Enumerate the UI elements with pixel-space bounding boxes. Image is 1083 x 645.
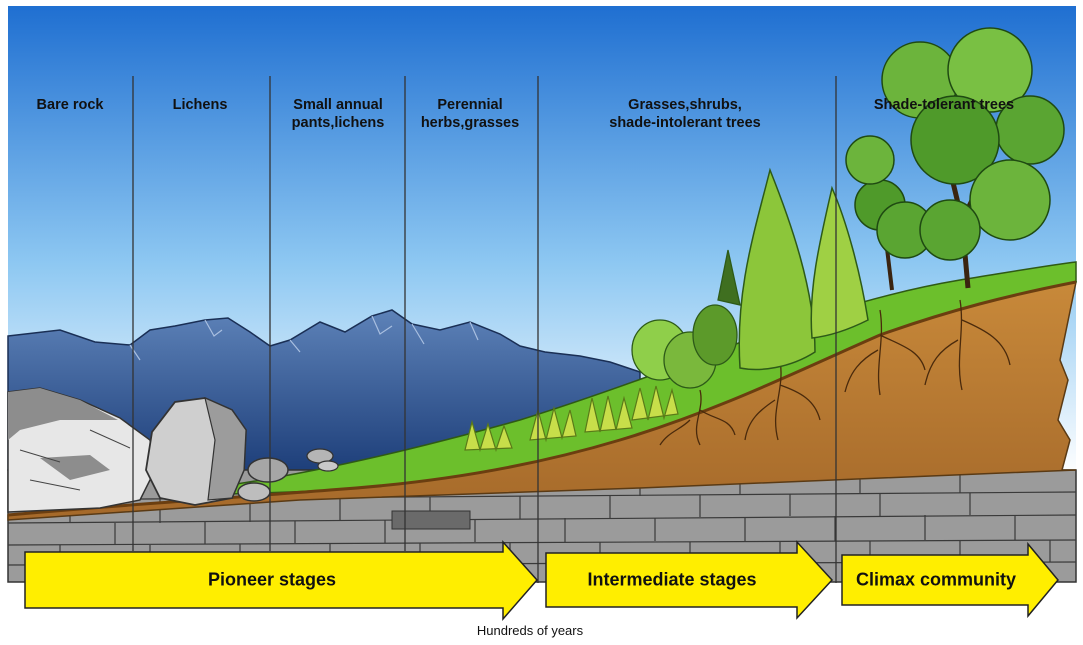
stage-label-bare-rock: Bare rock	[36, 97, 104, 113]
stage-label-grasses-shrubs: Grasses,shrubs, shade-intolerant trees	[609, 97, 761, 131]
shrubs	[631, 249, 741, 389]
pebble	[317, 460, 339, 472]
grass-clumps	[464, 385, 679, 453]
intermediate-stages-arrow	[545, 540, 834, 620]
bare-rock-cracks	[19, 429, 131, 491]
tree-roots	[659, 299, 1011, 446]
stage-label-small-annual-plants: Small annual pants,lichens	[291, 97, 385, 131]
deciduous-trees	[845, 27, 1065, 291]
dark-stone	[391, 510, 471, 530]
intermediate-stages-label: Intermediate stages	[587, 569, 757, 590]
pioneer-stages-label: Pioneer stages	[207, 569, 337, 590]
bare-rock-shading	[8, 388, 118, 480]
pioneer-stages-arrow	[24, 540, 539, 622]
time-axis-caption: Hundreds of years	[476, 623, 584, 638]
pebble	[237, 482, 271, 502]
climax-community-label: Climax community	[855, 569, 1017, 590]
boulder-large-facet	[204, 396, 247, 501]
mountain-ridges	[129, 315, 479, 361]
stage-label-perennial-herbs: Perennial herbs,grasses	[420, 97, 520, 131]
climax-community-arrow	[841, 541, 1059, 619]
pebble	[247, 457, 289, 483]
stage-label-lichens: Lichens	[172, 97, 228, 113]
stage-label-shade-tolerant-trees: Shade-tolerant trees	[873, 97, 1015, 113]
stage-dividers	[132, 76, 837, 583]
